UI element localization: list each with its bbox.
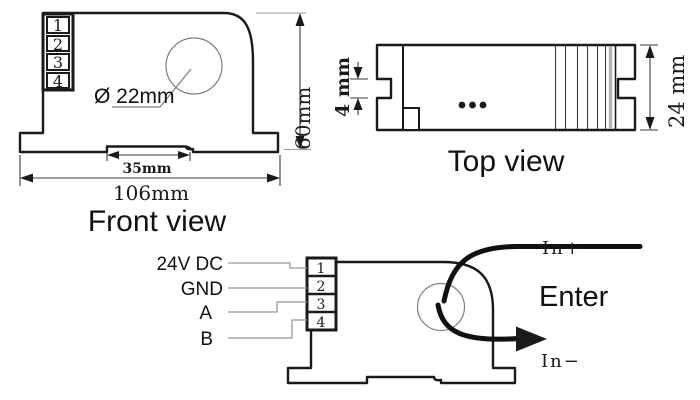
wiring-terminal-dividers <box>307 274 336 314</box>
top-view: 4 mm 24 mm Top view <box>332 43 689 178</box>
front-device-outline <box>18 11 280 154</box>
front-width-arrow-right <box>267 173 280 183</box>
top-notch-arrow-down <box>353 67 363 79</box>
top-dot-1 <box>458 101 466 109</box>
front-hole <box>165 37 223 95</box>
wire-input <box>441 244 643 304</box>
front-terminal-number-3: 3 <box>53 53 63 72</box>
enter-direction-label: Enter <box>539 281 609 313</box>
wiring-view: 1 2 3 4 24V DC GND A B In+ In− Enter <box>156 238 643 385</box>
input-current-label: In+ <box>542 238 582 259</box>
front-hole-leader-line <box>112 68 192 108</box>
top-depth-arrow-up <box>645 45 655 58</box>
front-terminal-number-2: 2 <box>53 35 63 54</box>
wiring-terminal-number-1: 1 <box>317 261 326 277</box>
pin-leader-b <box>228 319 307 339</box>
top-depth-dim-label: 24 mm <box>665 55 689 128</box>
front-terminal-cell-2 <box>46 35 70 52</box>
top-notch-arrow-up <box>353 98 363 110</box>
pin-label-a: A <box>199 303 212 324</box>
front-height-dim-label: 60mm <box>291 87 315 150</box>
front-notch-arrow-left <box>107 151 119 159</box>
wiring-terminal-number-2: 2 <box>317 279 326 295</box>
pin-label-b: B <box>200 329 213 350</box>
top-corner-square <box>402 107 420 131</box>
top-notch-dim-label: 4 mm <box>332 57 354 117</box>
pin-leader-24vdc <box>228 262 307 269</box>
front-view-label: Front view <box>88 205 227 238</box>
front-terminal-cell-3 <box>46 53 70 71</box>
front-height-arrow-up <box>295 13 305 26</box>
front-width-dim-label: 106mm <box>113 181 189 205</box>
top-view-label: Top view <box>448 145 565 178</box>
front-height-ext-lines <box>256 12 311 151</box>
wiring-terminal-number-4: 4 <box>317 315 326 331</box>
wiring-device-outline <box>286 260 517 385</box>
front-width-ext-lines <box>19 155 281 186</box>
front-hole-diameter-label: Ø 22mm <box>94 85 175 108</box>
front-height-arrow-down <box>295 136 305 149</box>
top-dot-2 <box>469 101 476 109</box>
front-notch-dim-label: 35mm <box>122 161 171 177</box>
front-terminal-cell-1 <box>46 16 70 34</box>
pin-label-gnd: GND <box>181 279 223 300</box>
top-dot-3 <box>479 101 487 109</box>
front-terminal-number-1: 1 <box>53 16 63 35</box>
front-terminal-number-4: 4 <box>53 72 63 91</box>
top-notch-ext-ticks <box>350 78 368 99</box>
front-width-arrow-left <box>20 173 33 183</box>
wire-output-arrowhead <box>516 326 547 352</box>
front-terminal-cell-4 <box>46 72 70 89</box>
top-vent-lines <box>554 46 607 129</box>
output-current-label: In− <box>541 351 581 372</box>
front-notch-arrow-right <box>178 151 190 159</box>
front-view: 1 2 3 4 Ø 22mm 60mm 35mm 106mm Front vie… <box>18 11 315 238</box>
front-din-hook <box>185 145 192 151</box>
top-depth-arrow-down <box>645 117 655 130</box>
top-device-outline <box>375 43 637 132</box>
pin-label-24vdc: 24V DC <box>156 254 223 275</box>
front-notch-ext-lines <box>106 152 191 161</box>
pin-leader-a <box>228 301 307 313</box>
wiring-hole <box>416 282 466 332</box>
wire-output <box>435 302 522 342</box>
top-depth-ext-ticks <box>640 44 658 131</box>
wiring-terminal-number-3: 3 <box>317 297 326 313</box>
